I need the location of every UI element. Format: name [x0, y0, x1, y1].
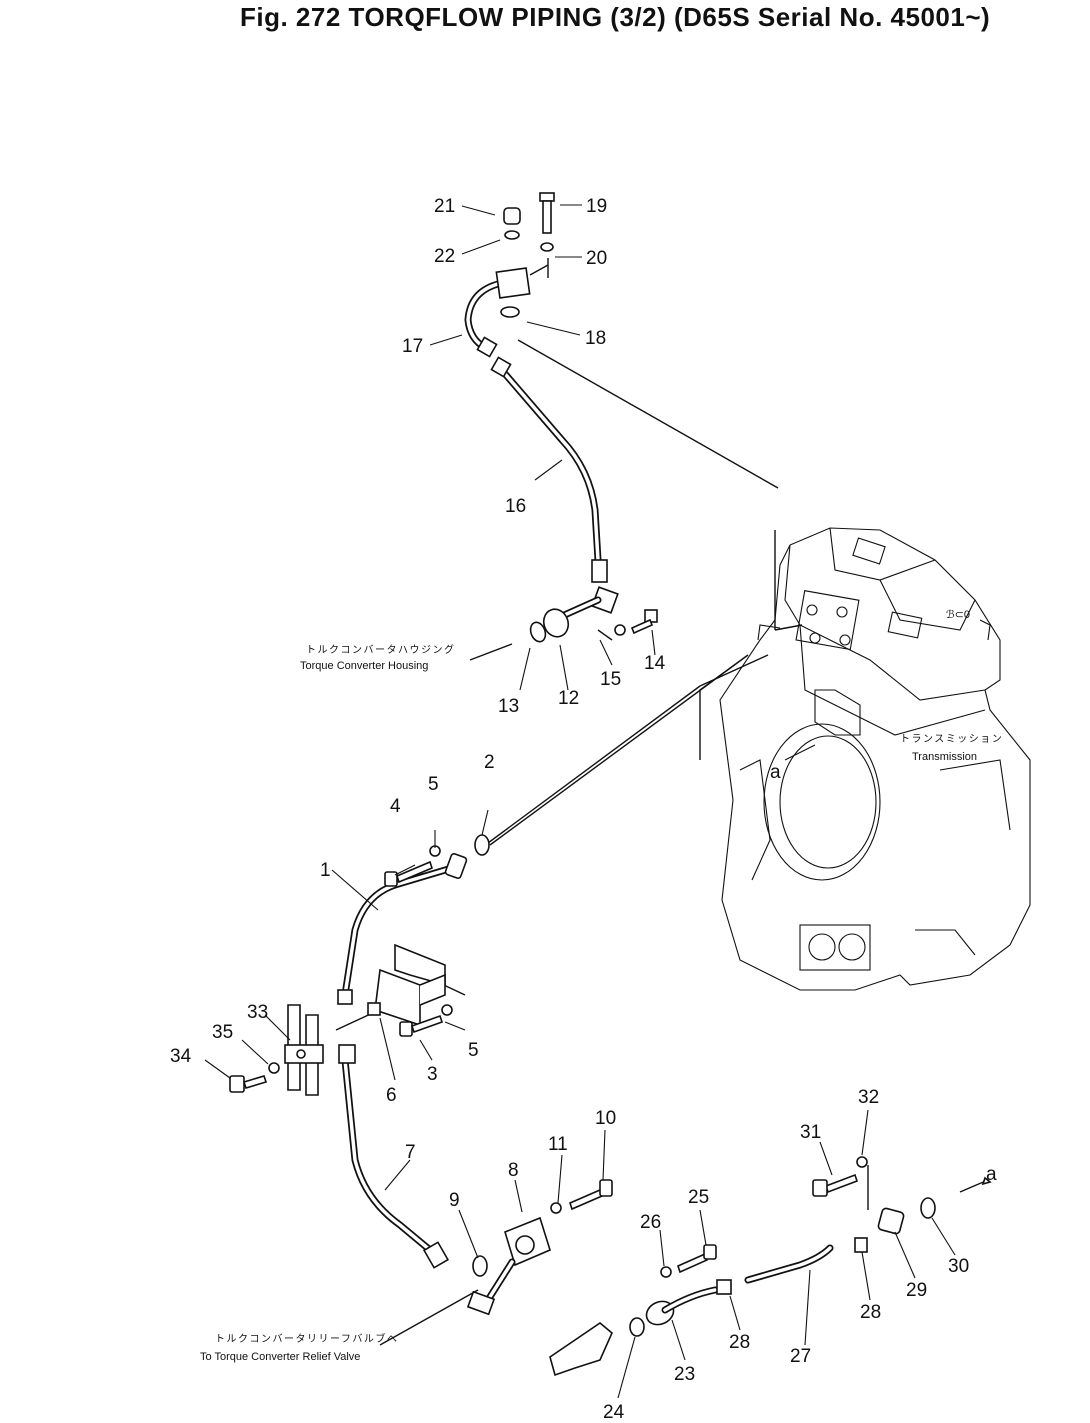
callout-28-left: 28: [729, 1332, 750, 1353]
callout-13: 13: [498, 696, 519, 717]
assembly-lines: [335, 258, 869, 1210]
callout-12: 12: [558, 688, 579, 709]
callout-32: 32: [858, 1087, 879, 1108]
housing-label-jp: トルクコンバータハウジング: [306, 643, 456, 656]
callout-18: 18: [585, 328, 606, 349]
lower-right-assembly: [549, 1156, 992, 1377]
figure-title: Fig. 272 TORQFLOW PIPING (3/2) (D65S Ser…: [240, 2, 991, 32]
transmission-housing: ℬ⊂0: [719, 527, 1031, 991]
callout-leaders: [204, 204, 956, 1399]
middle-pipe-assembly: [229, 834, 490, 1096]
callout-4: 4: [390, 796, 401, 817]
lower-left-pipe-assembly: [338, 1044, 613, 1316]
callout-22: 22: [434, 246, 455, 267]
callout-11: 11: [548, 1134, 568, 1155]
relief-valve-label-jp: トルクコンバータリリーフバルブへ: [215, 1332, 398, 1345]
callout-24: 24: [603, 1402, 625, 1423]
callout-20: 20: [586, 248, 607, 269]
svg-text:ℬ⊂0: ℬ⊂0: [946, 609, 970, 621]
callout-2: 2: [484, 752, 495, 773]
callout-33: 33: [247, 1002, 268, 1023]
callout-1: 1: [320, 860, 331, 881]
callout-6: 6: [386, 1085, 397, 1106]
callout-14: 14: [644, 653, 666, 674]
transmission-label-jp: トランスミッション: [900, 733, 1003, 745]
callout-7: 7: [405, 1142, 416, 1163]
callout-26: 26: [640, 1212, 661, 1233]
callout-35: 35: [212, 1022, 233, 1043]
callout-28-right: 28: [860, 1302, 881, 1323]
housing-label-en: Torque Converter Housing: [300, 660, 428, 672]
callout-31: 31: [800, 1122, 821, 1143]
callout-21: 21: [434, 196, 455, 217]
callout-5-upper: 5: [428, 774, 439, 795]
transmission-label-en: Transmission: [912, 751, 977, 763]
callout-numbers: 21 22 19 20 18 17 16 14 15 12 13 2 5 4 1…: [170, 196, 997, 1423]
callout-19: 19: [586, 196, 607, 217]
upper-pipe-assembly: [464, 192, 658, 643]
callout-23: 23: [674, 1364, 695, 1385]
callout-9: 9: [449, 1190, 460, 1211]
relief-valve-label-en: To Torque Converter Relief Valve: [200, 1351, 360, 1363]
callout-34: 34: [170, 1046, 192, 1067]
callout-5-lower: 5: [468, 1040, 479, 1061]
callout-17: 17: [402, 336, 423, 357]
callout-a-upper: a: [770, 762, 781, 783]
callout-27: 27: [790, 1346, 811, 1367]
callout-30: 30: [948, 1256, 969, 1277]
callout-10: 10: [595, 1108, 616, 1129]
callout-a-lower: a: [986, 1164, 997, 1185]
callout-3: 3: [427, 1064, 438, 1085]
callout-25: 25: [688, 1187, 709, 1208]
callout-15: 15: [600, 669, 621, 690]
callout-16: 16: [505, 496, 526, 517]
callout-8: 8: [508, 1160, 519, 1181]
callout-29: 29: [906, 1280, 927, 1301]
